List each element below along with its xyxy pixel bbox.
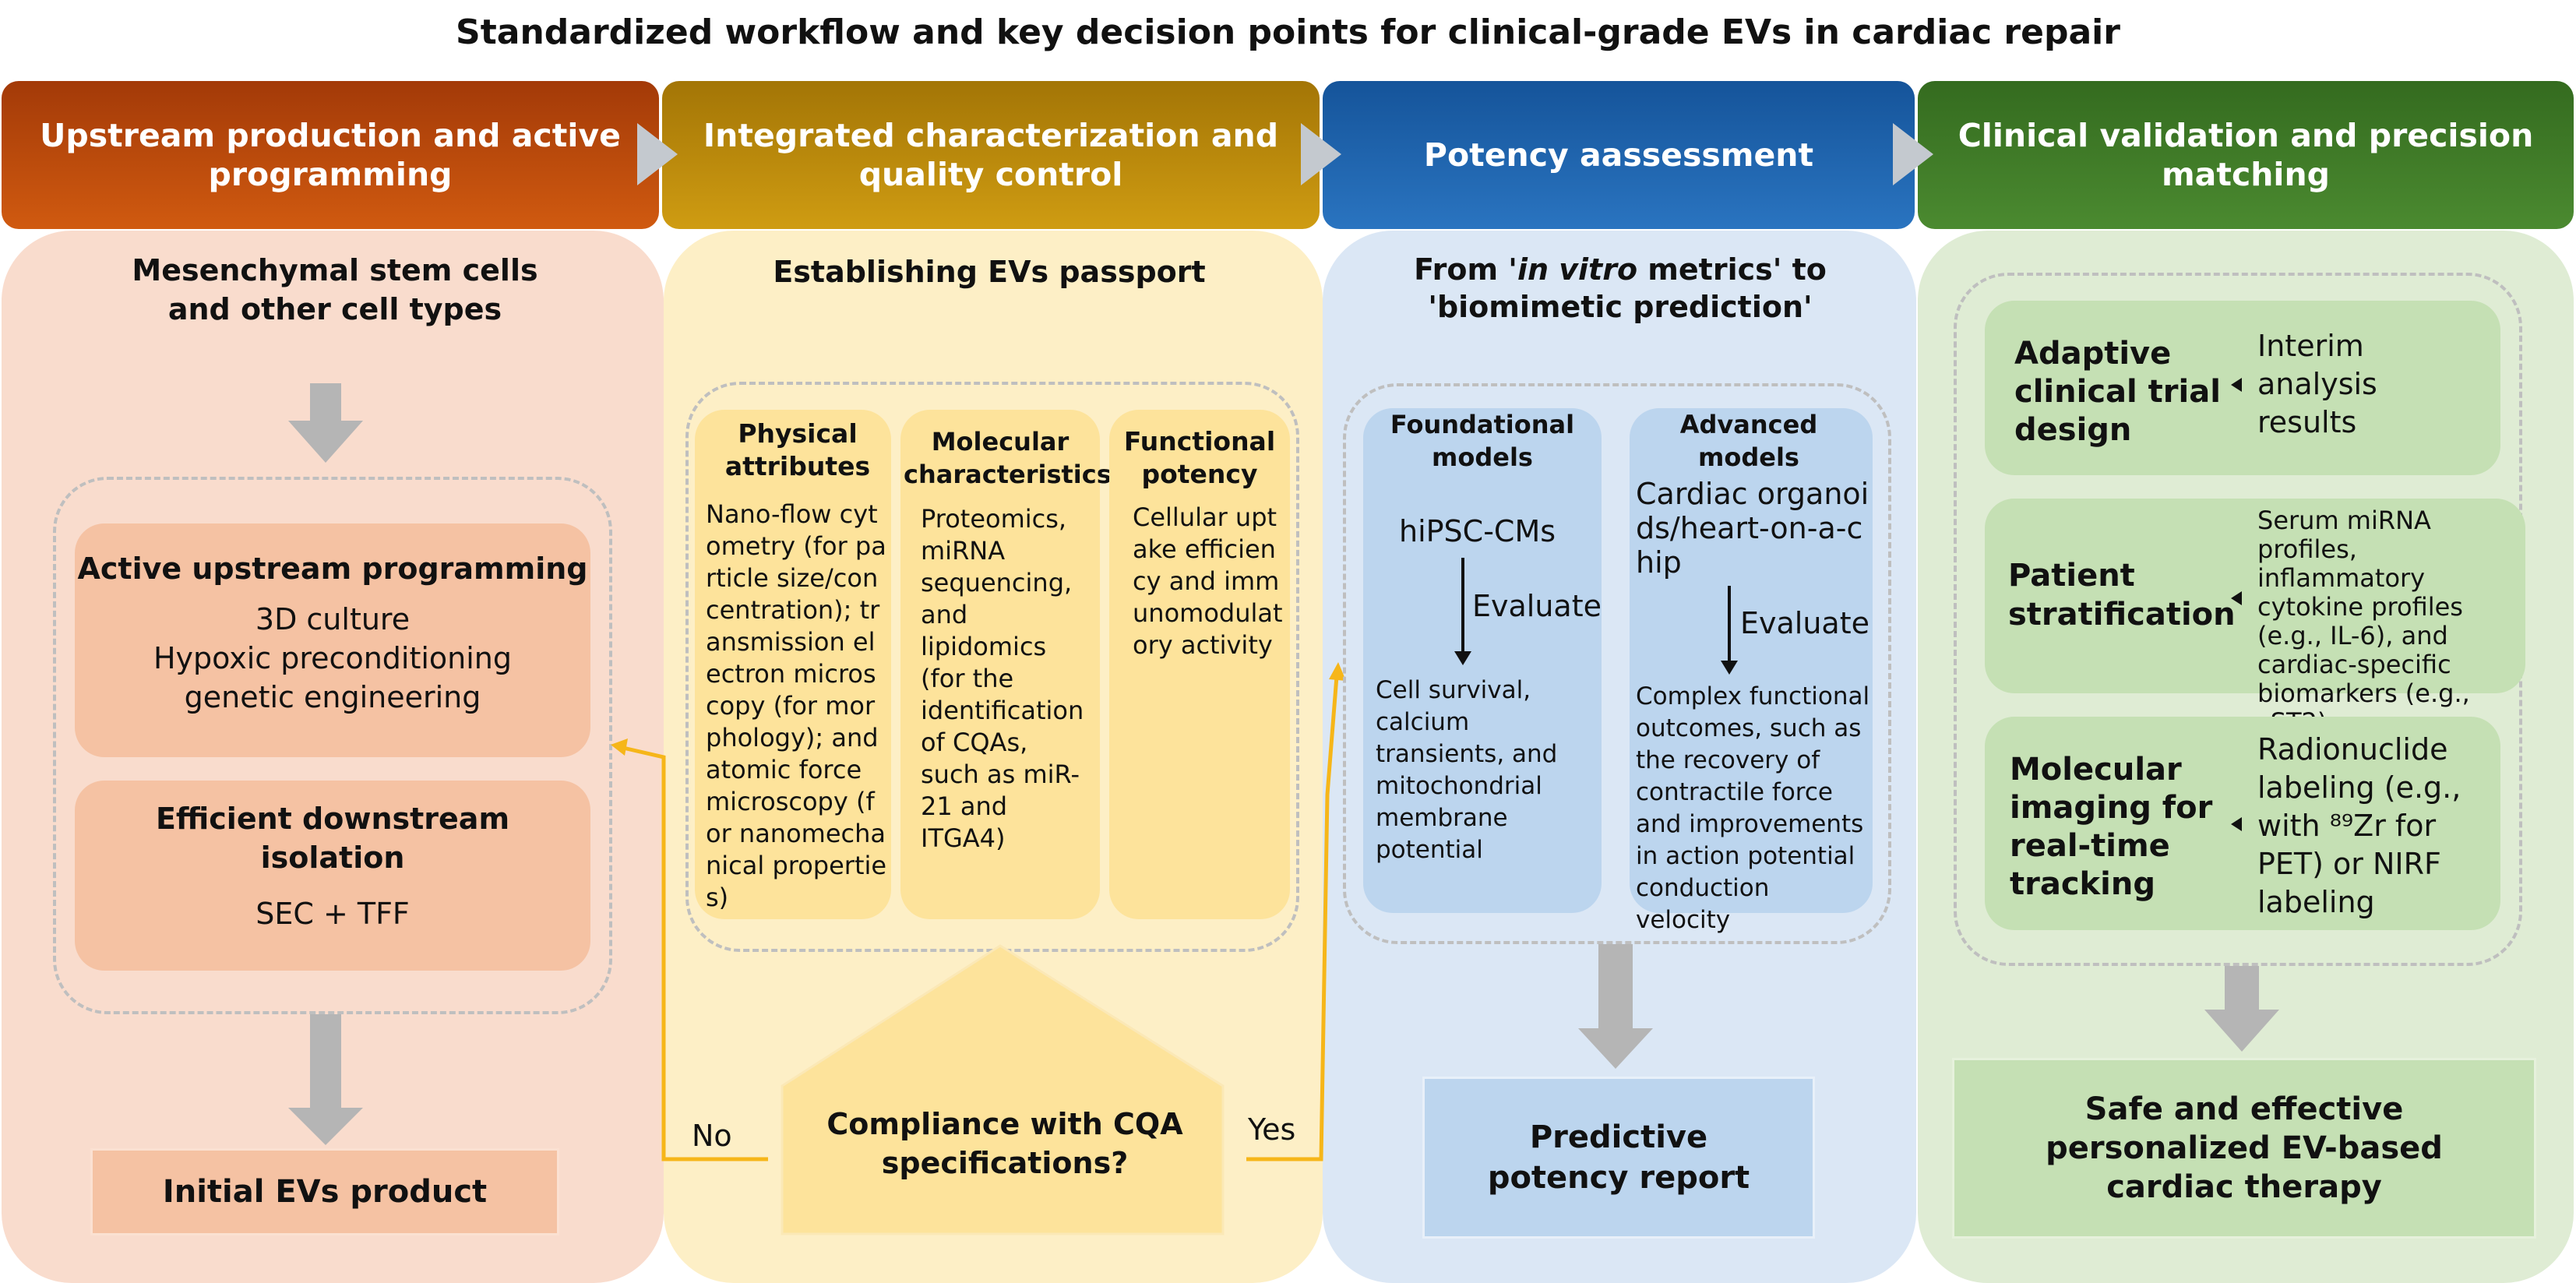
foundational-evaluate-line bbox=[1461, 558, 1464, 654]
no-label: No bbox=[692, 1119, 732, 1153]
foundational-model-name: hiPSC-CMs bbox=[1399, 514, 1556, 548]
arrow-shaft bbox=[1598, 944, 1633, 1030]
card-text: Nano-flow cytometry (for particle size/c… bbox=[706, 499, 887, 912]
chevron-right-icon bbox=[1301, 123, 1341, 185]
initial-ev-product-label: Initial EVs product bbox=[162, 1174, 488, 1210]
final-therapy-label: Safe and effective personalized EV-based… bbox=[2046, 1091, 2443, 1205]
advanced-models-title: Advanced models bbox=[1679, 410, 1818, 472]
card-text: Cellular uptake efficiency and immunomod… bbox=[1133, 502, 1283, 660]
header-characterization-qc: Integrated characterization and quality … bbox=[662, 81, 1320, 229]
header-label: Integrated characterization and quality … bbox=[703, 117, 1279, 193]
header-potency-assessment: Potency aassessment bbox=[1323, 81, 1915, 229]
down-arrow-icon bbox=[1454, 651, 1471, 665]
subtitle-emphasis: in vitro bbox=[1517, 252, 1638, 287]
column2-subtitle: Establishing EVs passport bbox=[773, 255, 1206, 289]
final-therapy-box: Safe and effective personalized EV-based… bbox=[1952, 1058, 2536, 1239]
report-label: Predictive potency report bbox=[1487, 1119, 1750, 1196]
patient-stratification-title: Patient stratification bbox=[2008, 558, 2236, 633]
adaptive-trial-row bbox=[1985, 301, 2500, 475]
column1-subtitle: Mesenchymal stem cells and other cell ty… bbox=[132, 253, 538, 326]
header-upstream-production: Upstream production and active programmi… bbox=[2, 81, 659, 229]
advanced-model-name: Cardiac organoids/heart-on-a-chip bbox=[1636, 477, 1869, 580]
molecular-imaging-row bbox=[1985, 717, 2500, 930]
physical-attributes-card: Physical attributes Nano-flow cytometry … bbox=[695, 410, 891, 919]
pointer-left-icon bbox=[2231, 817, 2242, 831]
foundational-models-card bbox=[1363, 408, 1602, 913]
yes-arrowhead-icon bbox=[1329, 662, 1346, 681]
decision-text: Compliance with CQA specifications? bbox=[826, 1107, 1183, 1180]
molecular-imaging-title: Molecular imaging for real-time tracking bbox=[2010, 752, 2213, 902]
card-text: Proteomics, miRNA sequencing, and lipido… bbox=[921, 504, 1084, 853]
arrow-shaft bbox=[2225, 966, 2259, 1011]
card-title: Functional potency bbox=[1123, 426, 1276, 489]
box-title: Active upstream programming bbox=[77, 552, 588, 586]
yes-path-line bbox=[1246, 675, 1339, 1161]
figure-title: Standardized workflow and key decision p… bbox=[456, 12, 2120, 52]
pointer-left-icon bbox=[2231, 591, 2242, 605]
no-path-line bbox=[622, 745, 768, 1161]
down-arrow-icon bbox=[288, 1108, 363, 1145]
chevron-right-icon bbox=[637, 123, 678, 185]
box-title: Efficient downstream isolation bbox=[155, 802, 510, 875]
molecular-characteristics-card: Molecular characteristics Proteomics, mi… bbox=[900, 410, 1112, 919]
downstream-isolation-box: Efficient downstream isolation SEC + TFF bbox=[75, 781, 590, 971]
yes-label: Yes bbox=[1248, 1112, 1296, 1147]
advanced-evaluate-label: Evaluate bbox=[1740, 606, 1869, 640]
subtitle-part: metrics' to 'biomimetic prediction' bbox=[1428, 252, 1827, 324]
advanced-outcomes: Complex functional outcomes, such as the… bbox=[1636, 682, 1870, 934]
arrow-shaft bbox=[310, 1014, 341, 1114]
subtitle-part: From ' bbox=[1414, 252, 1517, 287]
foundational-models-title: Foundational models bbox=[1390, 410, 1575, 472]
functional-potency-card: Functional potency Cellular uptake effic… bbox=[1109, 410, 1290, 919]
patient-stratification-row bbox=[1985, 499, 2525, 693]
decision-pentagon bbox=[781, 944, 1225, 1235]
patient-stratification-desc: Serum miRNA profiles, inflammatory cytok… bbox=[2257, 506, 2470, 737]
down-arrow-icon bbox=[2204, 1010, 2279, 1052]
box-line: genetic engineering bbox=[184, 680, 481, 714]
header-label: Clinical validation and precision matchi… bbox=[1958, 117, 2534, 193]
header-label: Potency aassessment bbox=[1423, 136, 1814, 174]
adaptive-trial-title: Adaptive clinical trial design bbox=[2014, 336, 2221, 448]
adaptive-trial-desc: Interim analysis results bbox=[2257, 329, 2377, 439]
active-upstream-programming-box: Active upstream programming 3D culture H… bbox=[75, 523, 590, 757]
box-line: Hypoxic preconditioning bbox=[153, 641, 513, 675]
advanced-evaluate-line bbox=[1728, 586, 1731, 664]
foundational-outcomes: Cell survival, calcium transients, and m… bbox=[1376, 676, 1558, 864]
down-arrow-icon bbox=[1721, 661, 1738, 675]
column3-subtitle: From 'in vitro metrics' to 'biomimetic p… bbox=[1355, 251, 1885, 326]
models-dashed-group bbox=[1343, 383, 1891, 944]
arrow-shaft bbox=[310, 383, 341, 421]
predictive-potency-report-box: Predictive potency report bbox=[1422, 1077, 1815, 1239]
down-arrow-icon bbox=[288, 421, 363, 463]
foundational-evaluate-label: Evaluate bbox=[1472, 589, 1602, 623]
pointer-left-icon bbox=[2231, 378, 2242, 392]
header-clinical-validation: Clinical validation and precision matchi… bbox=[1918, 81, 2574, 229]
card-title: Molecular characteristics bbox=[904, 427, 1112, 489]
card-title: Physical attributes bbox=[724, 418, 871, 481]
header-label: Upstream production and active programmi… bbox=[40, 117, 621, 193]
down-arrow-icon bbox=[1578, 1028, 1653, 1069]
box-text: SEC + TFF bbox=[255, 897, 410, 931]
chevron-right-icon bbox=[1893, 123, 1933, 185]
molecular-imaging-desc: Radionuclide labeling (e.g., with ⁸⁹Zr f… bbox=[2257, 732, 2461, 919]
upstream-dashed-group bbox=[53, 477, 612, 1014]
box-line: 3D culture bbox=[255, 602, 411, 636]
no-arrowhead-icon bbox=[611, 738, 628, 756]
advanced-models-card bbox=[1630, 408, 1873, 913]
initial-ev-product-box: Initial EVs product bbox=[90, 1148, 559, 1235]
